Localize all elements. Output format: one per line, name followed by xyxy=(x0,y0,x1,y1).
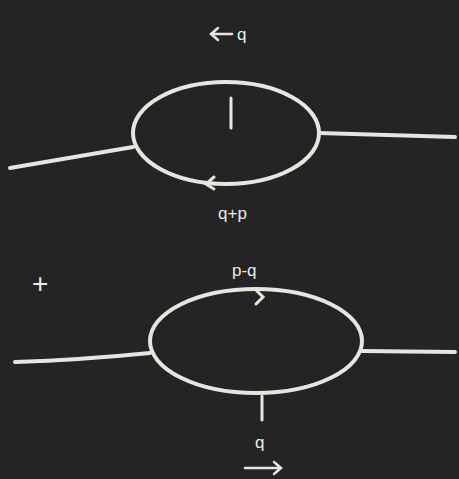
external-line xyxy=(319,133,455,137)
momentum-label: q xyxy=(255,434,264,451)
cut-mark xyxy=(230,98,233,128)
loop xyxy=(133,82,319,184)
plus-sign: + xyxy=(32,270,48,298)
momentum-label: q xyxy=(237,26,246,43)
momentum-arrow xyxy=(211,28,232,40)
external-line xyxy=(362,351,455,352)
momentum-arrow xyxy=(256,290,263,304)
external-line xyxy=(15,353,150,362)
external-line xyxy=(10,147,133,168)
cut-mark xyxy=(261,396,264,420)
momentum-label: q+p xyxy=(218,205,247,222)
momentum-label: p-q xyxy=(232,262,257,279)
momentum-arrow xyxy=(245,462,281,474)
loop xyxy=(150,289,362,393)
momentum-arrow xyxy=(206,177,214,189)
